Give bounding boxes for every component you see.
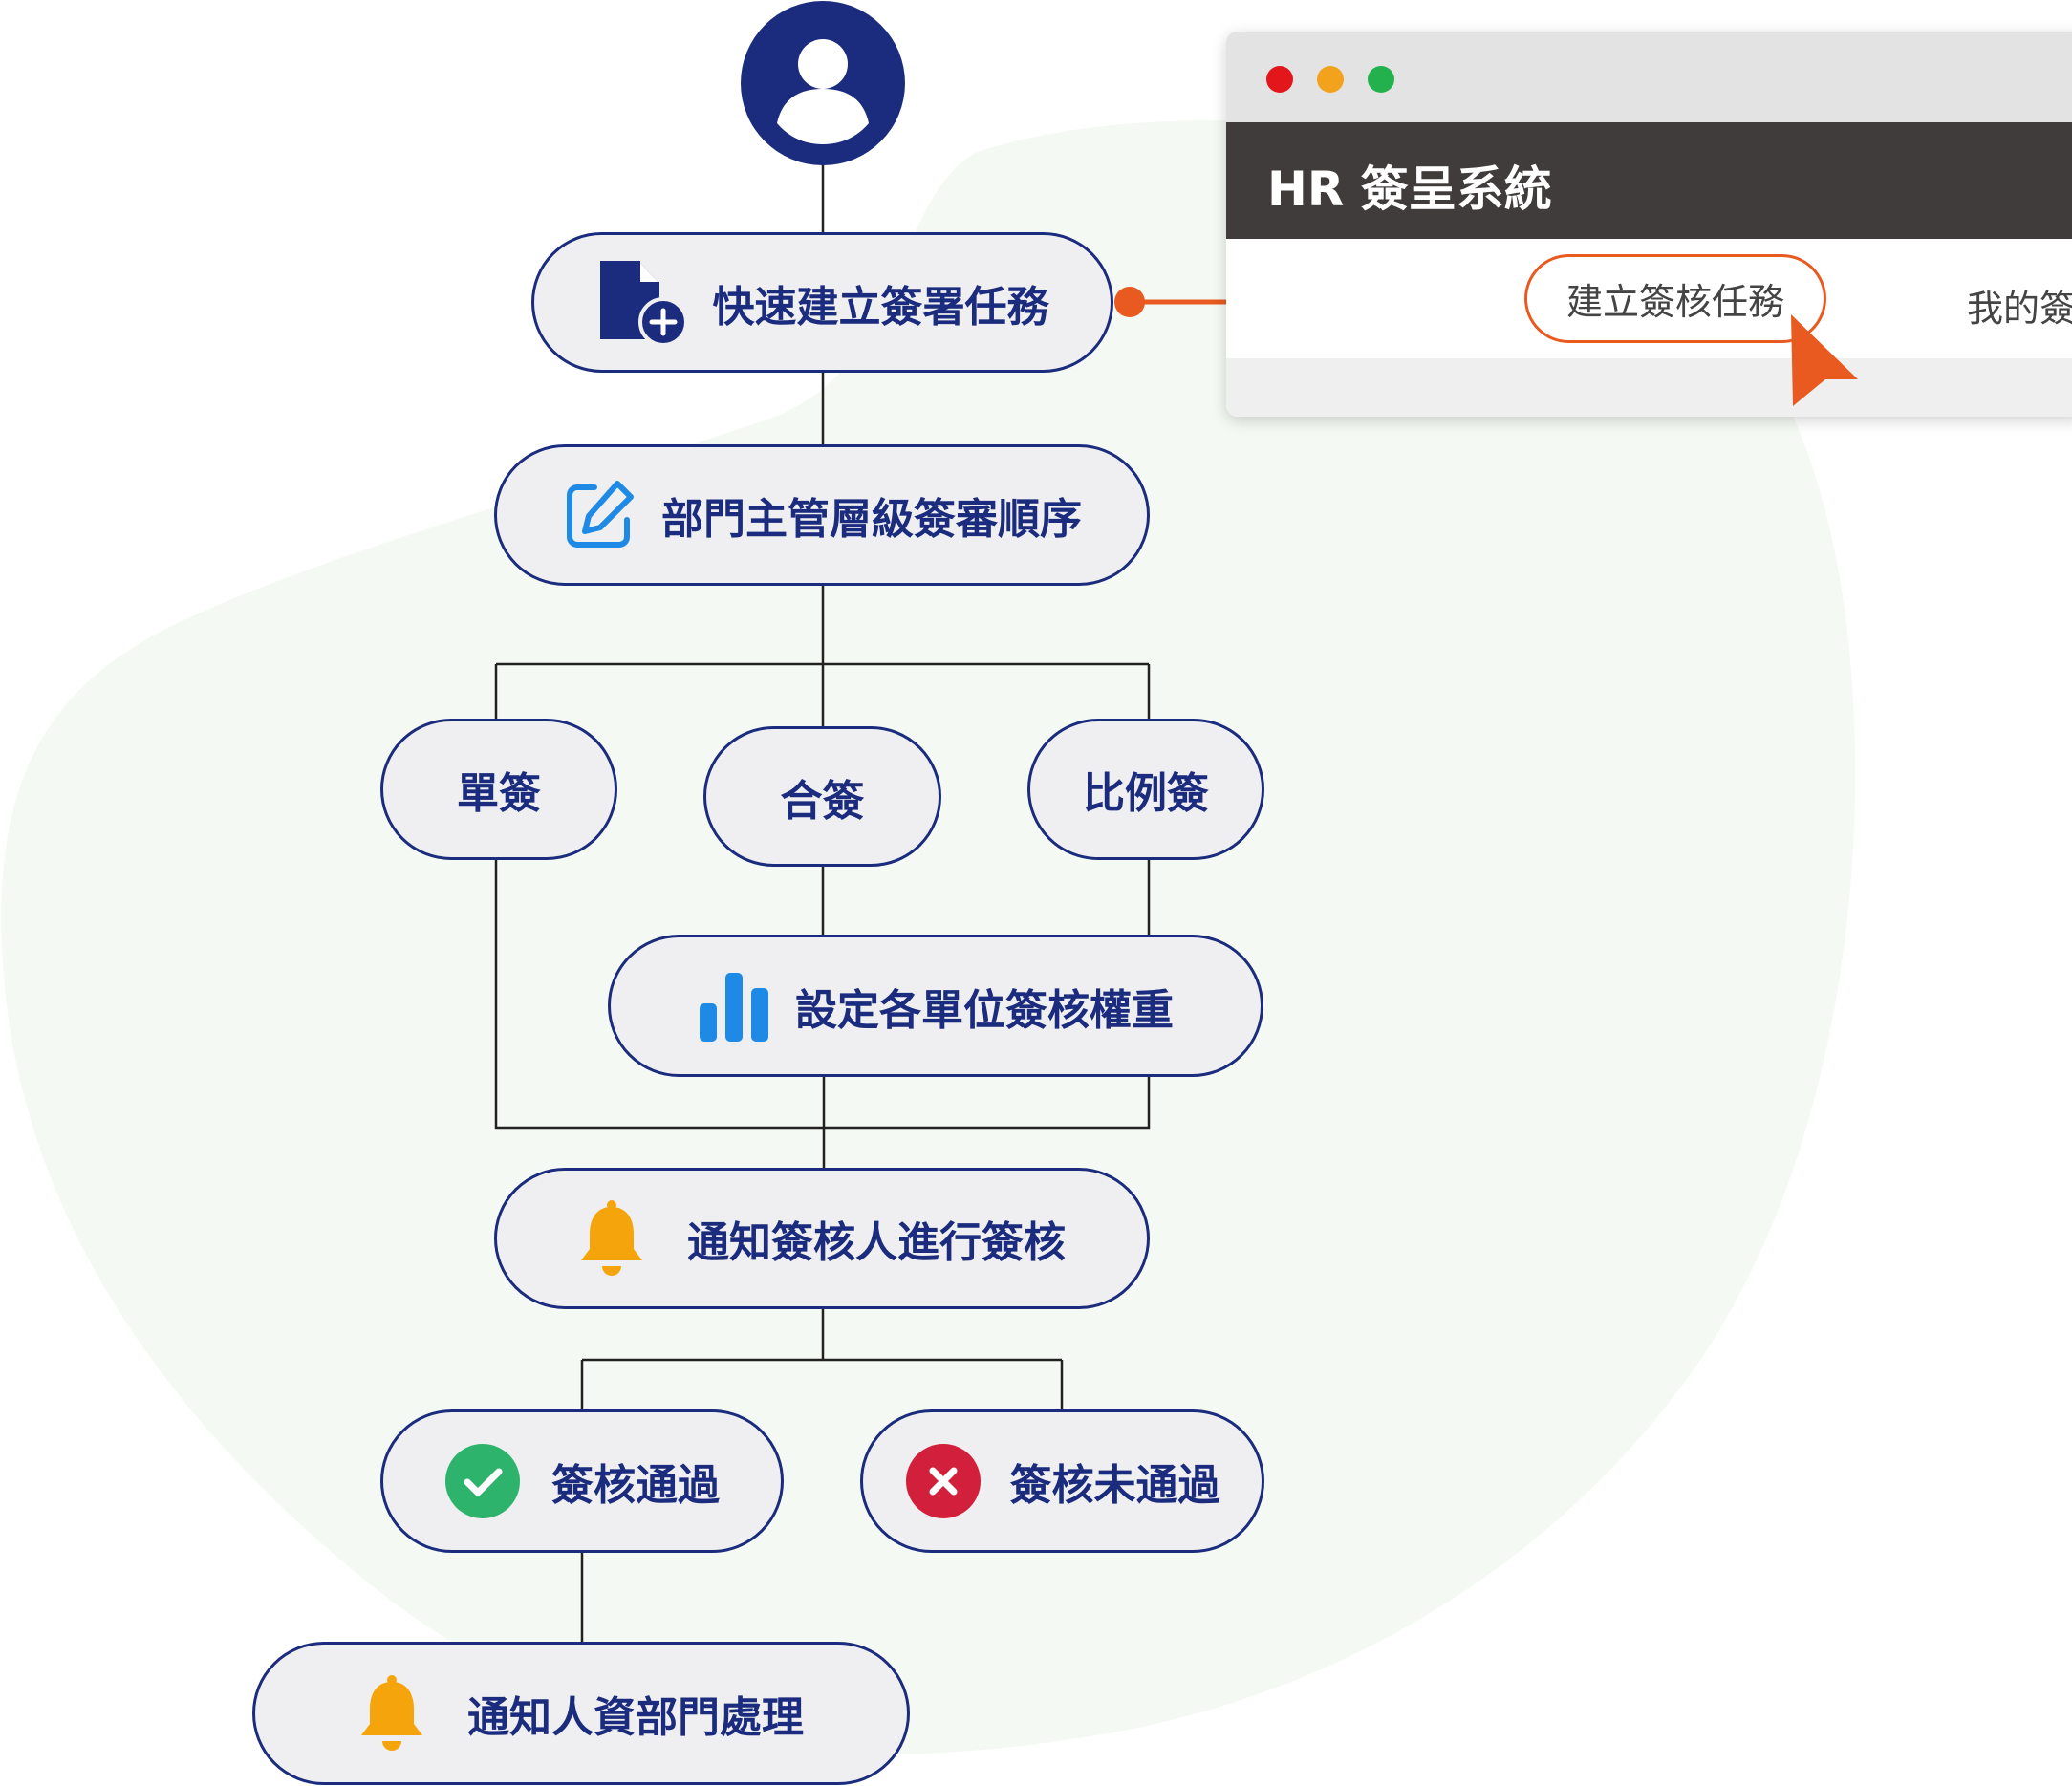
- hr-system-window: HR 簽呈系統 建立簽核任務 我的簽: [1226, 32, 2072, 417]
- window-footer: [1226, 358, 2072, 417]
- app-title: HR 簽呈系統: [1267, 161, 1552, 217]
- node-ratio-sign: 比例簽: [1027, 719, 1264, 860]
- node-set-weight-label: 設定各單位簽核權重: [795, 985, 1174, 1035]
- node-notify-signers: 通知簽核人進行簽核: [494, 1168, 1150, 1309]
- bell-icon: [358, 1674, 425, 1753]
- node-notify-hr-label: 通知人資部門處理: [467, 1693, 804, 1742]
- node-single-sign: 單簽: [380, 719, 617, 860]
- node-approved-label: 簽核通過: [551, 1461, 720, 1510]
- window-header: HR 簽呈系統: [1226, 122, 2072, 239]
- bell-icon: [578, 1199, 645, 1278]
- node-approved: 簽核通過: [380, 1409, 784, 1553]
- node-rejected-label: 簽核未通過: [1009, 1461, 1220, 1510]
- node-hierarchy-order-label: 部門主管層級簽審順序: [661, 495, 1082, 544]
- file-add-icon: [596, 259, 688, 347]
- window-titlebar: [1226, 32, 2072, 122]
- create-task-menu-item[interactable]: 建立簽核任務: [1524, 254, 1826, 343]
- node-notify-signers-label: 通知簽核人進行簽核: [687, 1218, 1066, 1267]
- window-menu-bar: 建立簽核任務 我的簽: [1226, 239, 2072, 358]
- node-quick-create-label: 快速建立簽署任務: [712, 282, 1049, 332]
- x-circle-icon: [905, 1443, 982, 1519]
- close-window-dot[interactable]: [1266, 66, 1293, 93]
- node-quick-create: 快速建立簽署任務: [531, 232, 1113, 373]
- node-rejected: 簽核未通過: [860, 1409, 1264, 1553]
- bar-chart-icon: [698, 971, 770, 1042]
- node-set-weight: 設定各單位簽核權重: [608, 935, 1263, 1077]
- node-ratio-sign-label: 比例簽: [1083, 769, 1209, 818]
- edit-icon: [562, 478, 637, 552]
- node-notify-hr: 通知人資部門處理: [252, 1642, 910, 1785]
- my-sign-menu-item[interactable]: 我的簽: [1967, 288, 2072, 330]
- cursor-pointer-icon: [1787, 311, 1864, 415]
- node-single-sign-label: 單簽: [457, 769, 541, 818]
- node-hierarchy-order: 部門主管層級簽審順序: [494, 444, 1150, 586]
- maximize-window-dot[interactable]: [1368, 66, 1394, 93]
- user-avatar-icon: [741, 1, 905, 165]
- node-joint-sign-label: 合簽: [780, 776, 865, 826]
- check-circle-icon: [444, 1443, 521, 1519]
- minimize-window-dot[interactable]: [1317, 66, 1344, 93]
- node-joint-sign: 合簽: [703, 726, 941, 867]
